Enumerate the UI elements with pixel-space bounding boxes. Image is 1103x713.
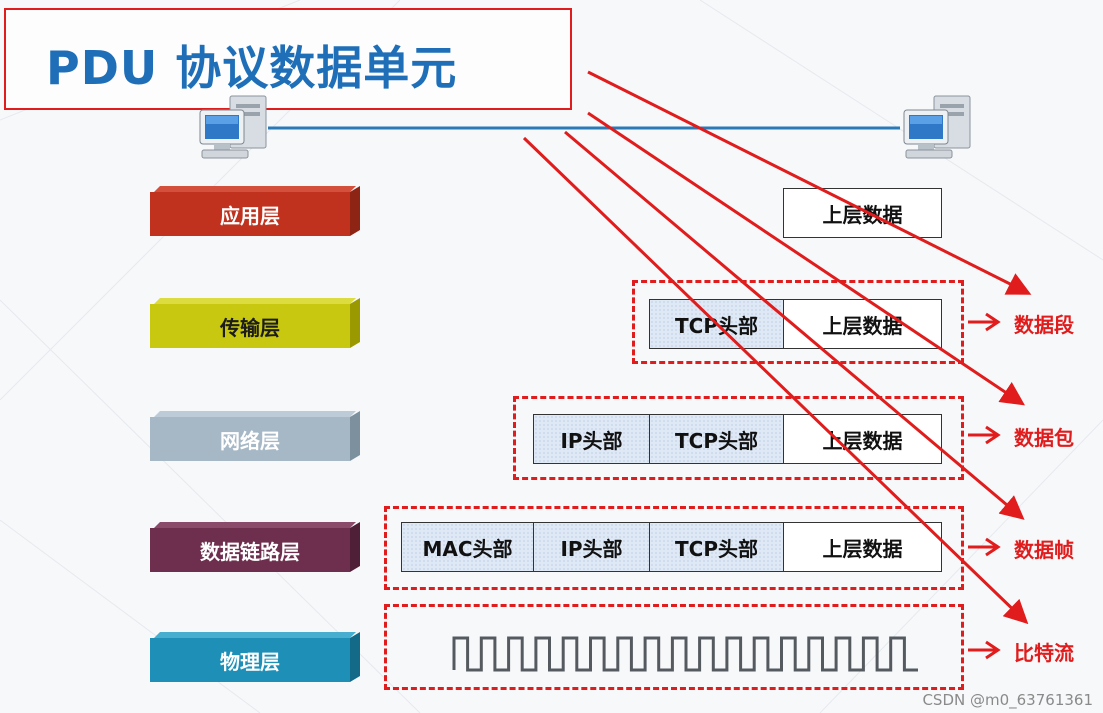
computer-icon-left <box>199 95 267 159</box>
network-data-row: IP头部 TCP头部 上层数据 <box>533 414 942 464</box>
upper-data-cell: 上层数据 <box>784 415 941 463</box>
bitstream-waveform <box>452 636 918 672</box>
ip-header-cell: IP头部 <box>534 523 650 571</box>
layer-transport: 传输层 <box>150 298 360 348</box>
layer-top-face <box>154 632 356 638</box>
tcp-header-cell: TCP头部 <box>650 523 784 571</box>
upper-data-cell: 上层数据 <box>784 523 941 571</box>
layer-application: 应用层 <box>150 186 360 236</box>
pdu-label-bits: 比特流 <box>1014 641 1074 665</box>
pdu-label-frame: 数据帧 <box>1014 538 1074 562</box>
arrow-right-icon <box>968 312 1001 332</box>
title-box: PDU 协议数据单元 <box>4 8 572 110</box>
layer-physical: 物理层 <box>150 632 360 682</box>
tcp-header-cell: TCP头部 <box>650 415 784 463</box>
layer-side-face <box>350 411 360 461</box>
pdu-label-segment: 数据段 <box>1014 313 1074 337</box>
computer-icon-right <box>903 95 971 159</box>
mac-header-cell: MAC头部 <box>402 523 534 571</box>
layer-label: 物理层 <box>150 638 350 682</box>
application-data-row: 上层数据 <box>783 188 942 238</box>
arrow-right-icon <box>968 640 1001 660</box>
layer-top-face <box>154 186 356 192</box>
upper-data-cell: 上层数据 <box>784 189 941 237</box>
layer-top-face <box>154 522 356 528</box>
layer-label: 数据链路层 <box>150 528 350 572</box>
layer-label: 网络层 <box>150 417 350 461</box>
layer-side-face <box>350 632 360 682</box>
layer-side-face <box>350 522 360 572</box>
layer-side-face <box>350 298 360 348</box>
arrow-right-icon <box>968 425 1001 445</box>
layer-side-face <box>350 186 360 236</box>
layer-network: 网络层 <box>150 411 360 461</box>
transport-data-row: TCP头部 上层数据 <box>649 299 942 349</box>
datalink-data-row: MAC头部 IP头部 TCP头部 上层数据 <box>401 522 942 572</box>
arrow-right-icon <box>968 537 1001 557</box>
layer-label: 传输层 <box>150 304 350 348</box>
layer-top-face <box>154 411 356 417</box>
layer-label: 应用层 <box>150 192 350 236</box>
layer-top-face <box>154 298 356 304</box>
tcp-header-cell: TCP头部 <box>650 300 784 348</box>
watermark: CSDN @m0_63761361 <box>922 691 1093 709</box>
square-wave <box>452 636 918 672</box>
upper-data-cell: 上层数据 <box>784 300 941 348</box>
layer-datalink: 数据链路层 <box>150 522 360 572</box>
page-title: PDU 协议数据单元 <box>46 41 458 95</box>
ip-header-cell: IP头部 <box>534 415 650 463</box>
pdu-label-packet: 数据包 <box>1014 426 1074 450</box>
